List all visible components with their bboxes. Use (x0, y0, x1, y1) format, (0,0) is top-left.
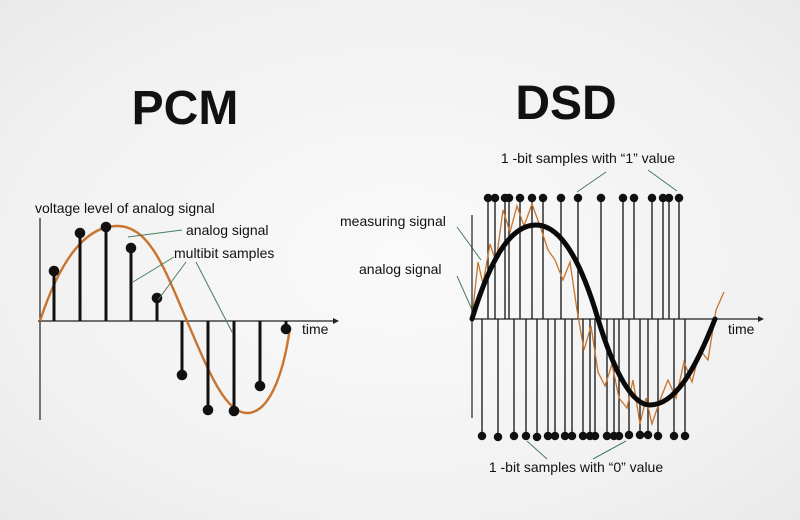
dsd-analog-signal-label: analog signal (359, 261, 442, 277)
dsd-left-leader-lines (456, 226, 482, 315)
pcm-multibit-samples-label: multibit samples (174, 245, 274, 261)
dsd-measuring-signal-label: measuring signal (340, 213, 446, 229)
pcm-x-axis-label: time (302, 321, 329, 337)
dsd-ones-label: 1 -bit samples with “1” value (501, 150, 676, 166)
dsd-analog-curve (469, 222, 718, 408)
dsd-zero-samples (477, 319, 690, 442)
dsd-title: DSD (515, 77, 616, 130)
pcm-samples (48, 221, 292, 417)
dsd-one-samples (483, 193, 684, 319)
pcm-title: PCM (132, 82, 239, 135)
pcm-y-axis-label: voltage level of analog signal (35, 200, 215, 216)
pcm-analog-curve (38, 224, 292, 415)
pcm-analog-signal-label: analog signal (186, 222, 269, 238)
dsd-zeros-label: 1 -bit samples with “0” value (489, 459, 664, 475)
dsd-ones-leader-lines (576, 169, 678, 193)
pcm-leader-lines (127, 229, 233, 333)
dsd-x-axis-label: time (728, 321, 755, 337)
dsd-zeros-leader-lines (526, 440, 627, 460)
